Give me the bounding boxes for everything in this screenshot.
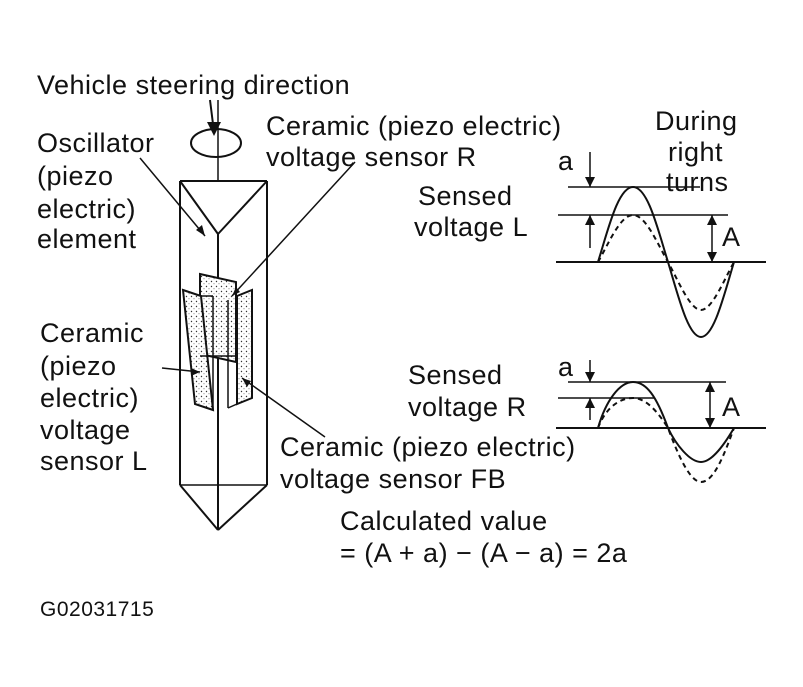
waveform-l bbox=[556, 152, 766, 339]
label-sensed-r-line2: voltage R bbox=[408, 392, 527, 422]
label-calculated-line2: = (A + a) − (A − a) = 2a bbox=[340, 538, 628, 568]
label-sensor-fb-line2: voltage sensor FB bbox=[280, 464, 507, 494]
label-steering-direction: Vehicle steering direction bbox=[37, 70, 351, 100]
label-sensed-l-line1: Sensed bbox=[418, 181, 513, 211]
label-oscillator-line1: Oscillator bbox=[37, 128, 155, 158]
sensor-fb-plate bbox=[227, 288, 253, 409]
label-sensed-l-line2: voltage L bbox=[414, 212, 529, 242]
label-a-big-l: A bbox=[722, 222, 741, 252]
label-oscillator-line3: electric) bbox=[37, 194, 137, 224]
label-a-small-l: a bbox=[558, 146, 574, 176]
label-sensor-l-line5: sensor L bbox=[40, 446, 148, 476]
label-sensor-l-line4: voltage bbox=[40, 415, 131, 445]
sensor-l-plate bbox=[181, 288, 215, 412]
leader-lines bbox=[139, 157, 356, 438]
label-sensor-l-line1: Ceramic bbox=[40, 318, 145, 348]
label-sensor-l-line2: (piezo bbox=[40, 351, 117, 381]
label-a-small-r: a bbox=[558, 352, 574, 382]
label-a-big-r: A bbox=[722, 392, 741, 422]
label-calculated-line1: Calculated value bbox=[340, 506, 548, 536]
label-sensed-r-line1: Sensed bbox=[408, 360, 503, 390]
rotation-arrow-icon bbox=[190, 99, 242, 158]
label-turns: turns bbox=[666, 167, 729, 197]
label-during: During bbox=[655, 106, 738, 136]
label-sensor-fb-line1: Ceramic (piezo electric) bbox=[280, 432, 576, 462]
waveform-r bbox=[556, 360, 766, 484]
figure-code: G02031715 bbox=[40, 598, 155, 621]
label-oscillator-line4: element bbox=[37, 224, 137, 254]
label-sensor-r-line2: voltage sensor R bbox=[266, 142, 477, 172]
label-sensor-r-line1: Ceramic (piezo electric) bbox=[266, 111, 562, 141]
label-right: right bbox=[668, 137, 724, 167]
label-oscillator-line2: (piezo bbox=[37, 161, 114, 191]
label-sensor-l-line3: electric) bbox=[40, 383, 140, 413]
